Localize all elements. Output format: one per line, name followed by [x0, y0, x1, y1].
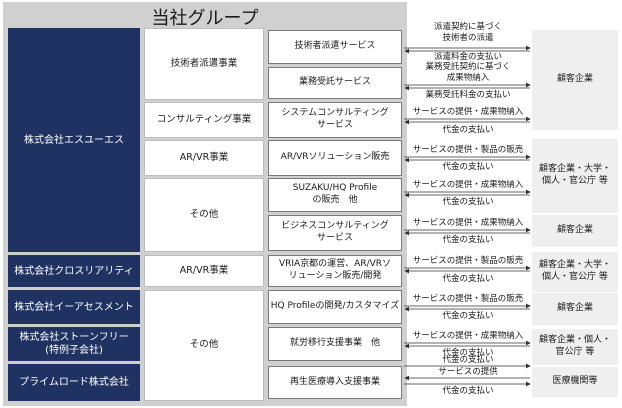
customer-7: 医療機関等: [532, 367, 618, 397]
service-system-consulting: システムコンサルティング サービス: [268, 102, 402, 138]
service-vria: VRIA京都の運営、AR/VRソ リューション販売/開発: [268, 255, 402, 287]
flow-label-f12: 代金の支払い: [442, 235, 494, 245]
flow-label-f17: サービスの提供・成果物納入: [412, 331, 524, 341]
service-business-consulting: ビジネスコンサルティング サービス: [268, 215, 402, 251]
flow-label-f8: 代金の支払い: [442, 162, 494, 172]
service-regenerative-medicine: 再生医療導入支援事業: [268, 366, 402, 399]
service-suzaku: SUZAKU/HQ Profile の販売 他: [268, 178, 402, 212]
flow-label-f20: サービスの提供: [438, 367, 498, 377]
segment-consulting: コンサルティング事業: [144, 102, 264, 138]
flow-label-f15: サービスの提供・製品の販売: [412, 294, 524, 304]
flow-label-f16: 代金の支払い: [442, 311, 494, 321]
flow-label-f19: 代金の支払い: [442, 355, 494, 365]
customer-1: 顧客企業: [532, 30, 618, 130]
customer-3: 顧客企業: [532, 215, 618, 247]
company-pr: プライムロード株式会社: [8, 364, 140, 401]
service-arvr-solution: AR/VRソリューション販売: [268, 140, 402, 176]
flow-label-f14: 代金の支払い: [442, 274, 494, 284]
segment-other-group: その他: [144, 290, 264, 401]
group-title: 当社グループ: [151, 8, 259, 29]
flow-label-f3: 業務受託契約に基づく 成果物納入: [425, 62, 511, 83]
flow-label-f10: 代金の支払い: [442, 197, 494, 207]
flow-label-f5: サービスの提供・成果物納入: [412, 107, 524, 117]
flow-label-f7: サービスの提供・製品の販売: [412, 145, 524, 155]
company-sus: 株式会社エスユーエス: [8, 28, 140, 252]
segment-other: その他: [144, 178, 264, 252]
customer-2: 顧客企業・大学・ 個人・官公庁 等: [532, 139, 618, 213]
segment-arvr-xr: AR/VR事業: [144, 255, 264, 287]
flow-label-f11: サービスの提供・成果物納入: [412, 218, 524, 228]
company-sf: 株式会社ストーンフリー (特例子会社): [8, 327, 140, 361]
flow-label-f6: 代金の支払い: [442, 125, 494, 135]
flow-label-f2: 派遣料金の支払い: [433, 52, 502, 62]
segment-arvr: AR/VR事業: [144, 140, 264, 176]
flow-label-f18: 代金の支払い: [442, 348, 494, 358]
customer-6: 顧客企業・個人・ 官公庁 等: [532, 329, 618, 365]
customer-5: 顧客企業: [532, 293, 618, 325]
service-engineer-dispatch: 技術者派遣サービス: [268, 30, 402, 64]
flow-label-f9: サービスの提供・成果物納入: [412, 180, 524, 190]
flow-label-f13: サービスの提供・製品の販売: [412, 256, 524, 266]
segment-haken: 技術者派遣事業: [144, 28, 264, 100]
company-ia: 株式会社イーアセスメント: [8, 290, 140, 324]
flow-label-f21: 代金の支払い: [442, 386, 494, 396]
company-xr: 株式会社クロスリアリティ: [8, 255, 140, 287]
service-employment-support: 就労移行支援事業 他: [268, 327, 402, 361]
service-hq-profile: HQ Profileの開発/カスタマイズ: [268, 290, 402, 324]
flow-label-f4: 業務受託料金の支払い: [425, 90, 511, 100]
flow-label-f1: 派遣契約に基づく 技術者の派遣: [433, 22, 502, 43]
service-outsourcing: 業務受託サービス: [268, 67, 402, 99]
customer-4: 顧客企業・大学・ 個人・官公庁 等: [532, 252, 618, 292]
